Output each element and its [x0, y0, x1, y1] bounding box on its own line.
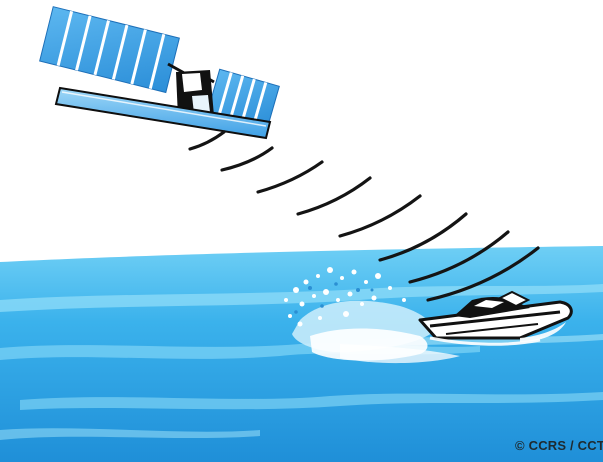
radar-pulse-arc [222, 148, 272, 170]
radar-pulse-arc [258, 162, 322, 192]
satellite-icon [40, 7, 280, 138]
radar-pulse-arc [298, 178, 370, 214]
sea [0, 246, 603, 462]
satellite-solar-panel-left [40, 7, 180, 93]
radar-pulse-arc [190, 132, 224, 149]
radar-pulse-arc [340, 196, 420, 236]
copyright-credit: © CCRS / CCT [515, 438, 603, 453]
